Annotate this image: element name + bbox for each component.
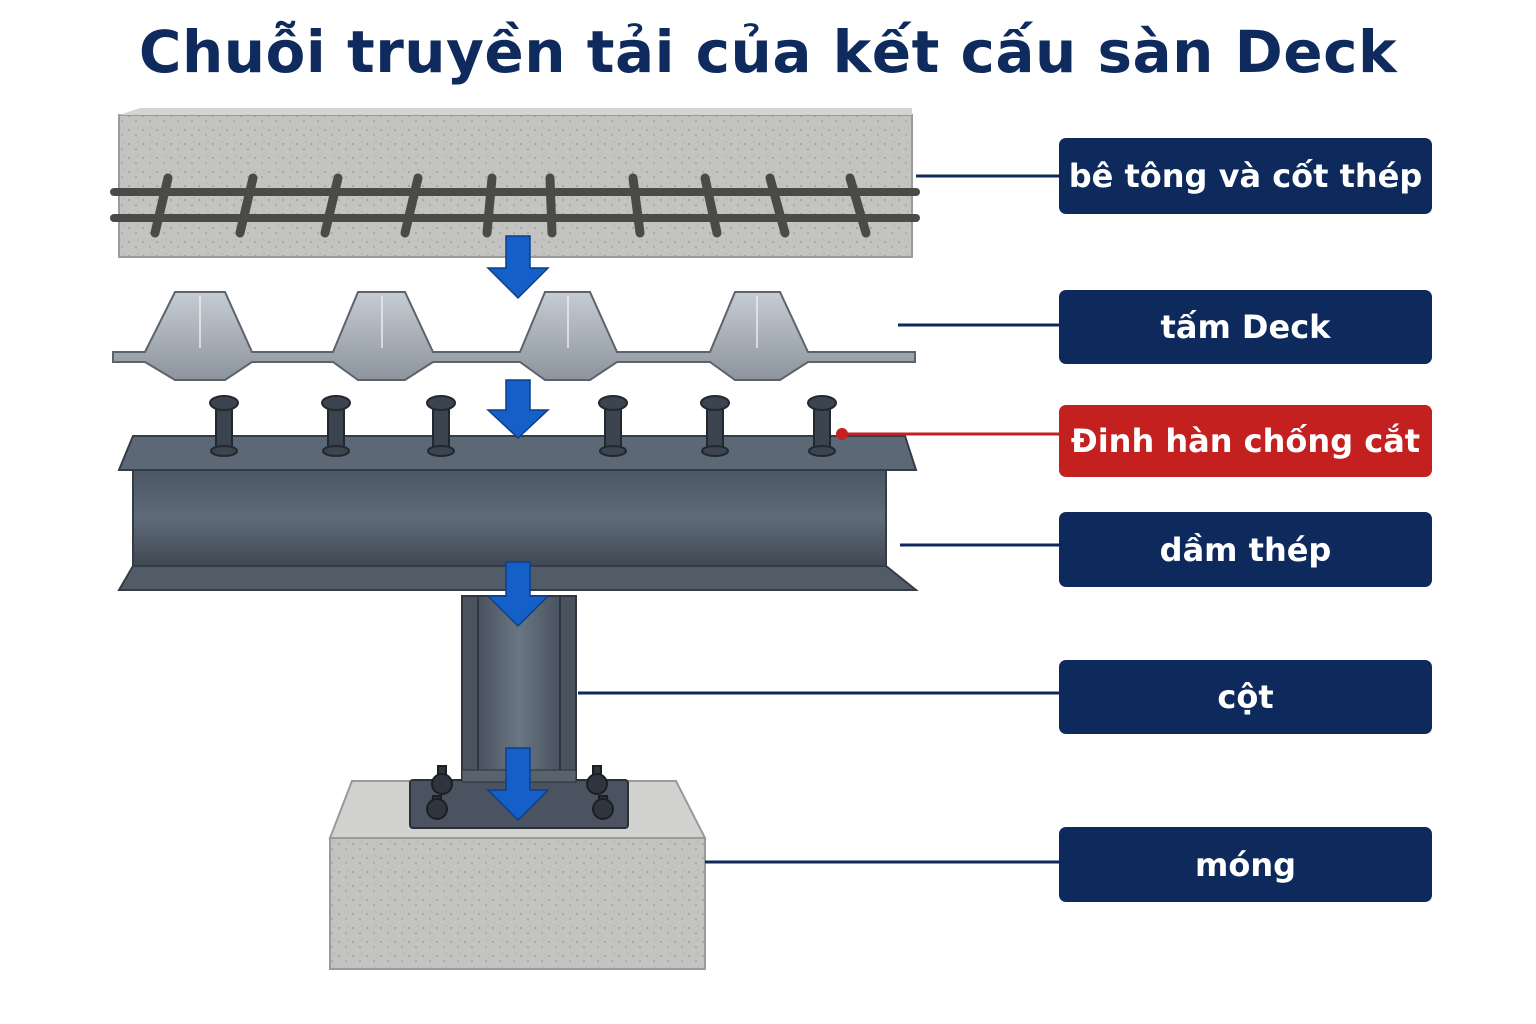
shear-stud bbox=[598, 395, 628, 457]
label-concrete: bê tông và cốt thép bbox=[1059, 138, 1432, 214]
down-arrow-icon bbox=[486, 379, 550, 440]
rebar-grid bbox=[110, 173, 920, 238]
label-deck: tấm Deck bbox=[1059, 290, 1432, 364]
steel-i-beam bbox=[117, 435, 919, 591]
label-column: cột bbox=[1059, 660, 1432, 734]
anchor-bolt bbox=[586, 765, 608, 795]
page-title: Chuỗi truyền tải của kết cấu sàn Deck bbox=[138, 18, 1398, 86]
anchor-bolt bbox=[431, 765, 453, 795]
shear-stud bbox=[807, 395, 837, 457]
shear-stud bbox=[700, 395, 730, 457]
anchor-bolt bbox=[592, 795, 614, 820]
load-arrows bbox=[486, 235, 550, 822]
anchor-bolt bbox=[426, 795, 448, 820]
shear-stud bbox=[321, 395, 351, 457]
down-arrow-icon bbox=[486, 235, 550, 300]
leader-dot bbox=[836, 428, 848, 440]
leader-lines bbox=[578, 174, 1059, 864]
anchor-bolts bbox=[426, 765, 614, 820]
shear-stud bbox=[209, 395, 239, 457]
label-steel-beam: dầm thép bbox=[1059, 512, 1432, 587]
deck-sheet bbox=[112, 291, 916, 381]
label-shear-studs: Đinh hàn chống cắt bbox=[1059, 405, 1432, 477]
down-arrow-icon bbox=[486, 747, 550, 822]
down-arrow-icon bbox=[486, 561, 550, 628]
shear-stud bbox=[426, 395, 456, 457]
shear-studs bbox=[209, 395, 837, 457]
label-foundation: móng bbox=[1059, 827, 1432, 902]
